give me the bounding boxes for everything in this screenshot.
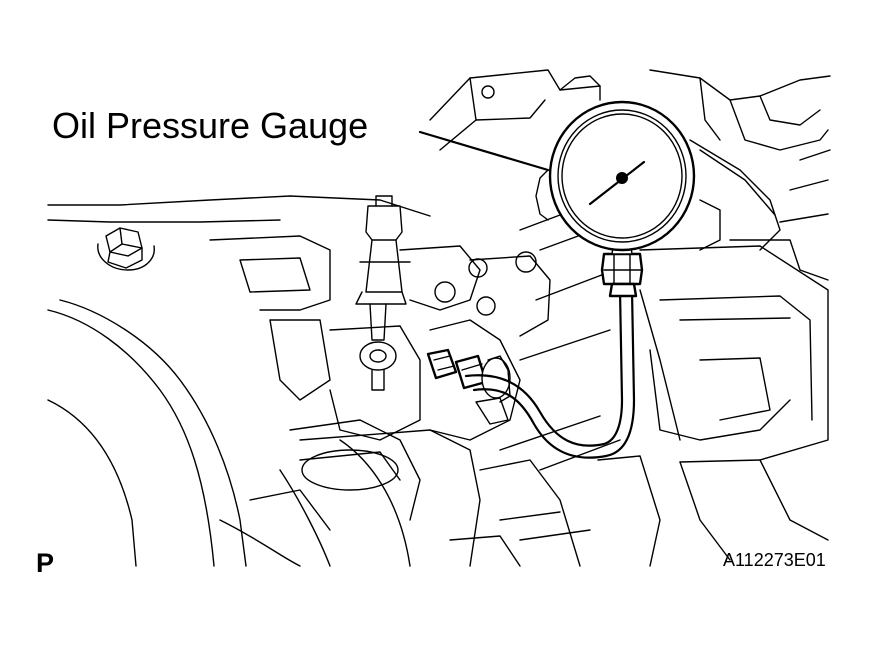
gauge-hose — [464, 288, 636, 459]
view-code: P — [36, 548, 55, 578]
figure-id: A112273E01 — [723, 550, 826, 570]
hex-bolt — [97, 227, 155, 271]
oil-pressure-gauge-label: Oil Pressure Gauge — [52, 105, 369, 146]
oil-pressure-gauge — [535, 100, 696, 252]
pipe-adapter — [426, 348, 511, 425]
valve-body-outline — [47, 195, 551, 567]
gauge-needle-hub — [616, 172, 628, 184]
mounting-bracket — [639, 245, 829, 561]
gauge-needle — [588, 160, 646, 206]
solenoid-sensor — [355, 195, 411, 391]
label-leader-line — [418, 130, 550, 172]
lower-housing — [219, 429, 661, 567]
engine-upper-structure — [429, 69, 831, 281]
